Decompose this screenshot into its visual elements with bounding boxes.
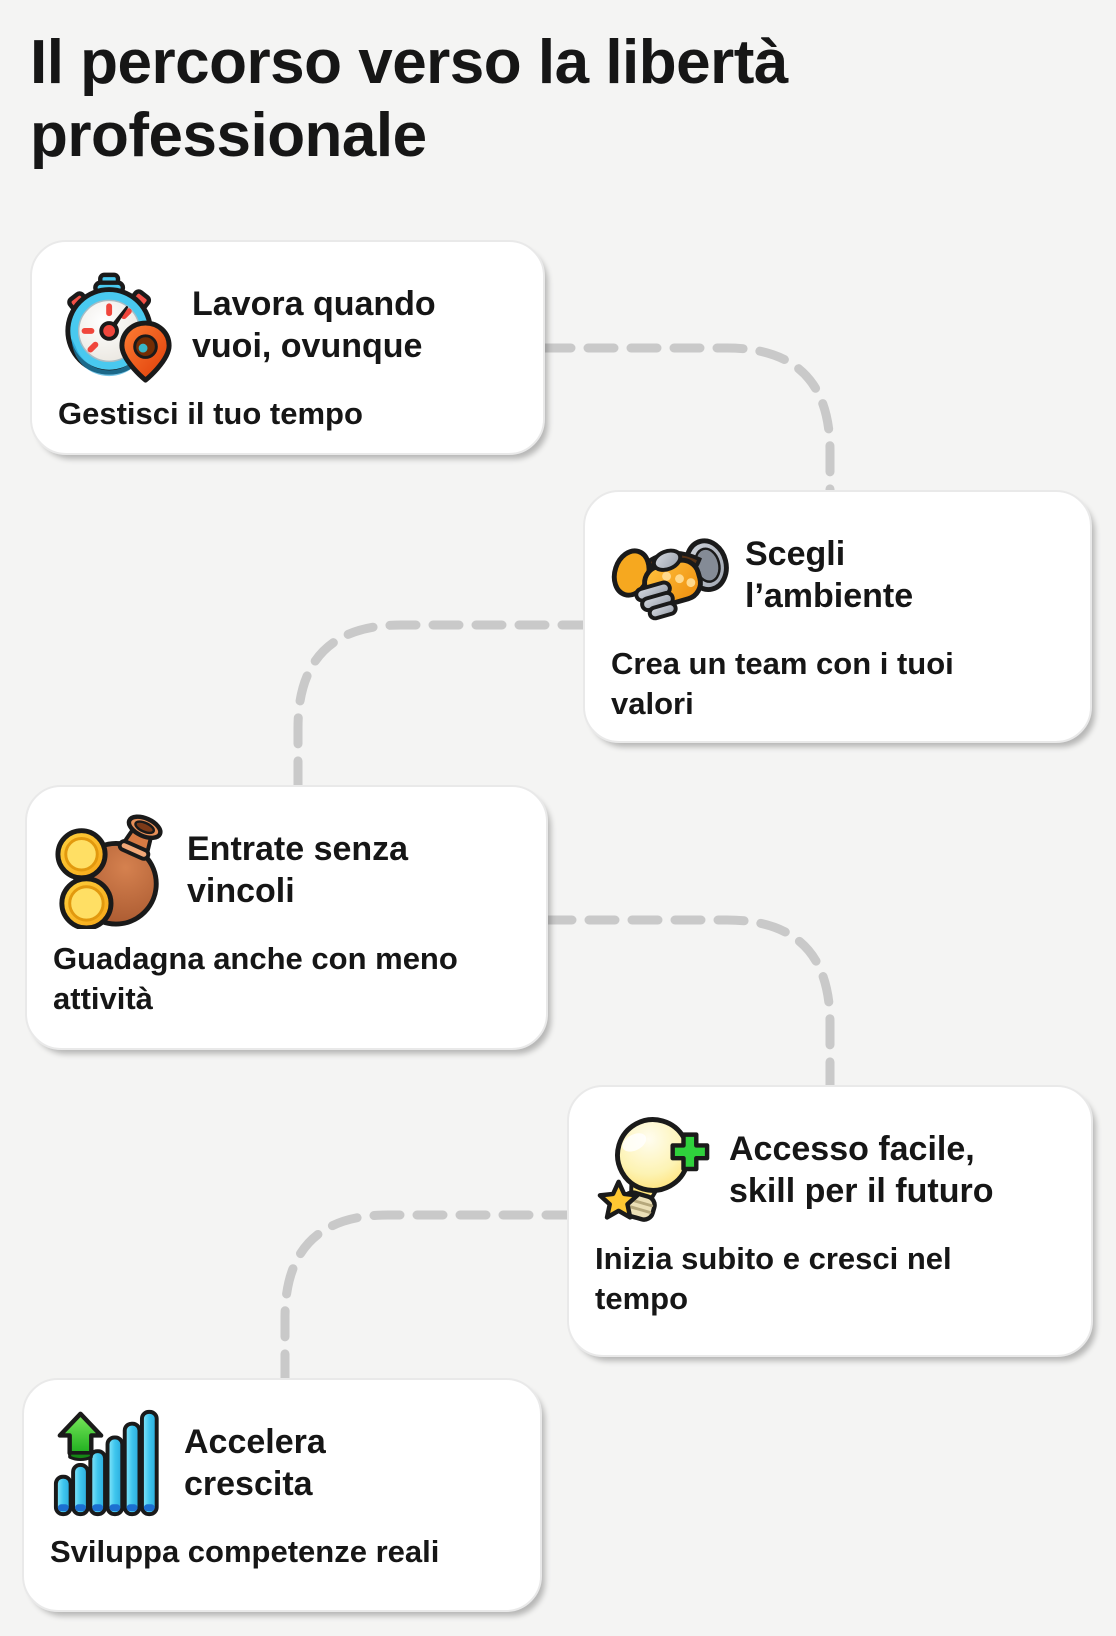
card-subtitle: Inizia subito e cresci nel tempo: [595, 1241, 952, 1317]
card-subtitle: Guadagna anche con meno attività: [53, 941, 458, 1017]
card-header: Accesso facile, skill per il futuro: [595, 1111, 1065, 1229]
handshake-icon: [611, 516, 729, 634]
step-card-work-anywhere: Lavora quando vuoi, ovunque Gestisci il …: [30, 240, 545, 455]
step-card-choose-environment: Scegli l’ambiente Crea un team con i tuo…: [583, 490, 1092, 743]
connector-step2-step3: [293, 620, 593, 797]
connector-step3-step4: [541, 915, 835, 1097]
card-title: Lavora quando vuoi, ovunque: [192, 284, 436, 365]
card-header: Entrate senza vincoli: [53, 811, 520, 929]
card-subtitle: Crea un team con i tuoi valori: [611, 646, 954, 722]
card-subtitle: Gestisci il tuo tempo: [58, 396, 363, 431]
step-card-easy-access-skills: Accesso facile, skill per il futuro Iniz…: [567, 1085, 1093, 1357]
card-header: Lavora quando vuoi, ovunque: [58, 266, 517, 384]
bar-chart-growth-icon: [50, 1404, 168, 1522]
card-header: Accelera crescita: [50, 1404, 514, 1522]
card-title: Scegli l’ambiente: [745, 534, 914, 615]
card-subtitle: Sviluppa competenze reali: [50, 1534, 440, 1569]
stopwatch-location-icon: [58, 266, 176, 384]
card-title: Accelera crescita: [184, 1422, 326, 1503]
card-title: Entrate senza vincoli: [187, 829, 409, 910]
money-bag-icon: [53, 811, 171, 929]
connector-step4-step5: [280, 1210, 577, 1390]
card-header: Scegli l’ambiente: [611, 516, 1064, 634]
step-card-income-no-constraints: Entrate senza vincoli Guadagna anche con…: [25, 785, 548, 1050]
step-card-accelerate-growth: Accelera crescita Sviluppa competenze re…: [22, 1378, 542, 1612]
card-title: Accesso facile, skill per il futuro: [729, 1129, 994, 1210]
page-title: Il percorso verso la libertà professiona…: [30, 28, 788, 171]
connector-step1-step2: [540, 343, 835, 501]
lightbulb-plus-star-icon: [595, 1111, 713, 1229]
